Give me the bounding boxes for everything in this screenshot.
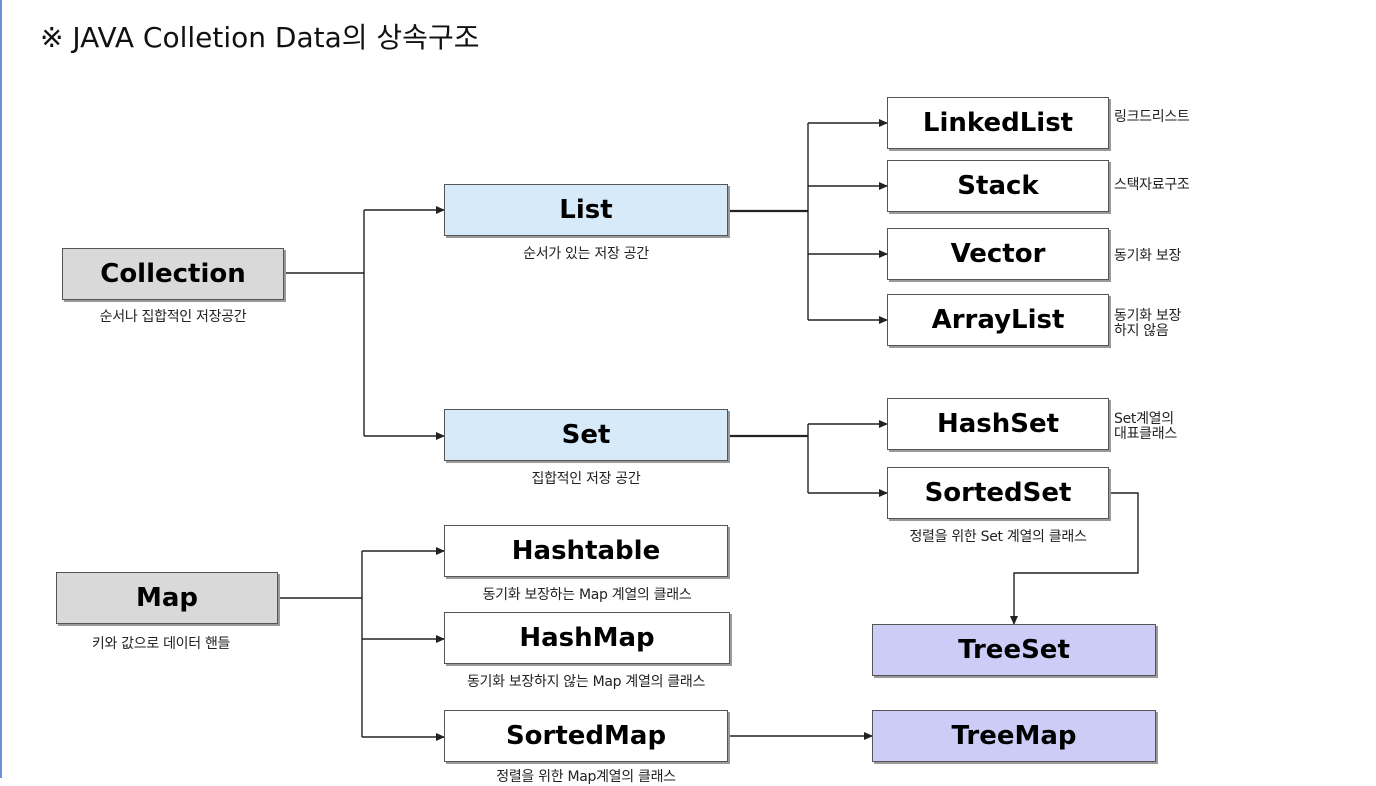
node-set: Set <box>444 409 728 461</box>
note-linkedlist: 링크드리스트 <box>1114 109 1190 125</box>
node-collection: Collection <box>62 248 284 300</box>
node-vector: Vector <box>887 228 1109 280</box>
note-arraylist-line1: 동기화 보장 <box>1114 308 1182 324</box>
page-title: ※ JAVA Colletion Data의 상속구조 <box>40 21 480 54</box>
note-arraylist-line2: 하지 않음 <box>1114 323 1169 339</box>
note-hashset: Set계열의 대표클래스 <box>1114 412 1177 442</box>
caption-collection: 순서나 집합적인 저장공간 <box>99 309 247 325</box>
node-linkedlist: LinkedList <box>887 97 1109 149</box>
arrow-to-treeset <box>1010 492 1139 625</box>
node-treeset: TreeSet <box>872 624 1156 676</box>
caption-hashmap: 동기화 보장하지 않는 Map 계열의 클래스 <box>466 674 706 690</box>
note-arraylist: 동기화 보장 하지 않음 <box>1114 309 1181 339</box>
caption-map: 키와 값으로 데이터 핸들 <box>91 636 231 652</box>
caption-list: 순서가 있는 저장 공간 <box>523 246 649 262</box>
left-border <box>0 0 2 778</box>
node-hashmap: HashMap <box>444 612 730 664</box>
node-hashtable: Hashtable <box>444 525 728 577</box>
caption-sortedmap: 정렬을 위한 Map계열의 클래스 <box>496 769 676 785</box>
note-stack: 스택자료구조 <box>1114 177 1190 193</box>
node-arraylist: ArrayList <box>887 294 1109 346</box>
node-list: List <box>444 184 728 236</box>
node-hashset: HashSet <box>887 398 1109 450</box>
node-sortedset: SortedSet <box>887 467 1109 519</box>
node-treemap: TreeMap <box>872 710 1156 762</box>
caption-sortedset: 정렬을 위한 Set 계열의 클래스 <box>909 529 1087 545</box>
node-stack: Stack <box>887 160 1109 212</box>
caption-hashtable: 동기화 보장하는 Map 계열의 클래스 <box>482 587 692 603</box>
node-sortedmap: SortedMap <box>444 710 728 762</box>
caption-set: 집합적인 저장 공간 <box>531 471 641 487</box>
note-hashset-line2: 대표클래스 <box>1114 426 1177 442</box>
note-hashset-line1: Set계열의 <box>1114 411 1174 427</box>
node-map: Map <box>56 572 278 624</box>
note-vector: 동기화 보장 <box>1114 248 1182 264</box>
